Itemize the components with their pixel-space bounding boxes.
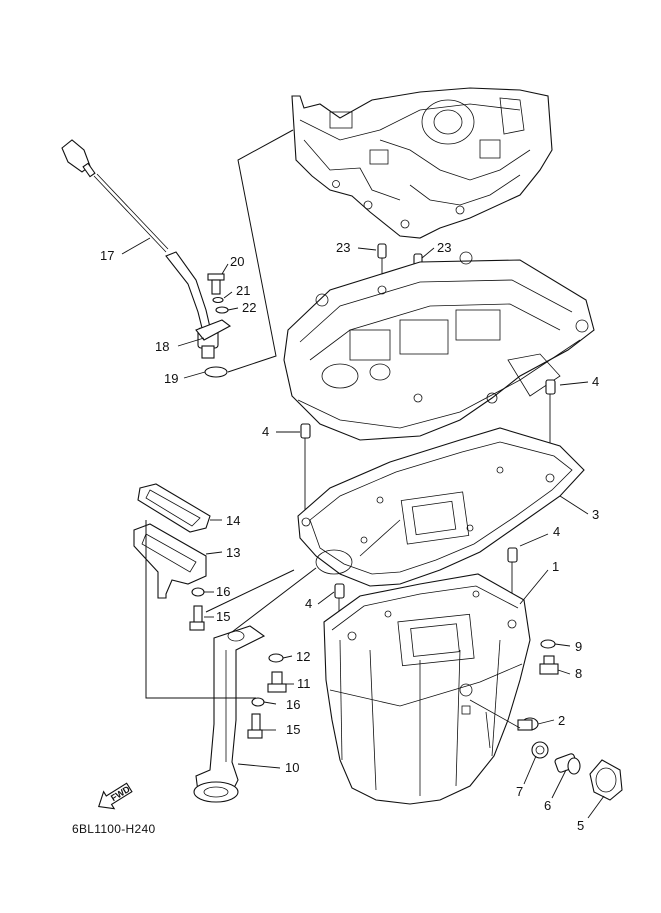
callout-16-lower: 16 [286,697,300,712]
leader-lines [121,237,605,819]
callout-4-lower-right: 4 [553,524,560,539]
cap-5 [589,759,623,801]
o-ring-19 [204,366,228,378]
callout-10: 10 [285,760,299,775]
callout-4-upper-left: 4 [262,424,269,439]
dipstick-17 [61,139,169,253]
washer-21 [212,296,224,304]
group-bracket-strainer [145,520,295,699]
callout-23-left: 23 [336,240,350,255]
bolt-15-lower [247,713,263,739]
callout-19: 19 [164,371,178,386]
gasket-3 [297,427,585,587]
callout-23-right: 23 [437,240,451,255]
washer-16-lower [251,697,265,707]
gasket-14 [137,483,211,533]
group-bracket-top [227,129,294,373]
callout-15-lower: 15 [286,722,300,737]
strainer-seal-13 [133,523,207,599]
callout-1: 1 [552,559,559,574]
callout-7: 7 [516,784,523,799]
callout-17: 17 [100,248,114,263]
callout-4-lower-left: 4 [305,596,312,611]
washer-22 [215,306,229,314]
dowel-pin-4-upper-left [300,423,311,520]
washer-12 [268,653,284,663]
callout-3: 3 [592,507,599,522]
washer-9 [540,639,556,649]
callout-20: 20 [230,254,244,269]
callout-12: 12 [296,649,310,664]
callout-16-upper: 16 [216,584,230,599]
callout-22: 22 [242,300,256,315]
bolt-11 [267,671,287,693]
oil-pan-1 [323,573,531,805]
callout-5: 5 [577,818,584,833]
callout-21: 21 [236,283,250,298]
callout-8: 8 [575,666,582,681]
dipstick-guide-18 [165,251,232,359]
callout-labels: 17 18 19 20 21 22 23 23 4 4 3 4 1 4 14 1… [100,240,599,833]
callout-11: 11 [297,676,311,691]
washer-7 [531,741,549,759]
callout-15-upper: 15 [216,609,230,624]
bolt-20 [207,273,225,295]
drawing-code: 6BL1100-H240 [72,822,156,836]
group-bracket-gasket [231,567,317,633]
callout-4-upper-right: 4 [592,374,599,389]
fitting-6 [554,753,581,775]
callout-13: 13 [226,545,240,560]
callout-9: 9 [575,639,582,654]
bolt-8 [539,655,559,675]
callout-18: 18 [155,339,169,354]
callout-14: 14 [226,513,240,528]
engine-block [291,87,553,239]
fwd-arrow-icon: FWD [98,782,133,810]
oil-strainer-10 [193,625,266,803]
exhaust-guide [283,251,595,441]
drain-hidden-line [469,699,521,749]
washer-16-upper [191,587,205,597]
bolt-15-upper [189,605,205,631]
drain-plug-2 [517,717,539,731]
callout-2: 2 [558,713,565,728]
callout-6: 6 [544,798,551,813]
